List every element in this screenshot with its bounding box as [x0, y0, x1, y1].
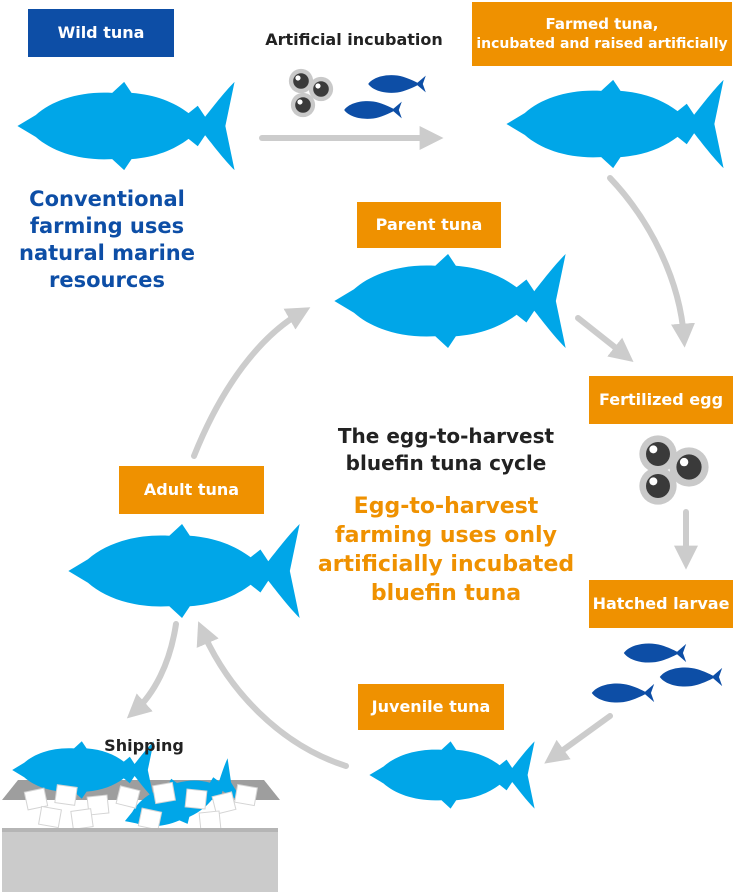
larva-fish-icon — [659, 667, 723, 687]
cycle-title-line: The egg-to-harvest — [337, 424, 555, 448]
conventional-line: Conventional — [29, 187, 185, 211]
farmed-tuna-label: Farmed tuna, incubated and raised artifi… — [472, 2, 732, 66]
arrow-juvenile-to-adult — [196, 621, 349, 769]
conventional-line: resources — [48, 268, 166, 292]
egg-to-harvest-text: Egg-to-harvest farming uses only artific… — [306, 492, 586, 608]
parent-tuna-fish-icon — [334, 253, 566, 349]
ice-box-icon — [2, 741, 280, 892]
juvenile-tuna-text: Juvenile tuna — [371, 697, 491, 716]
farmed-tuna-text-line2: incubated and raised artificially — [476, 36, 728, 52]
conventional-line: natural marine — [19, 241, 195, 265]
adult-tuna-fish-icon — [68, 523, 300, 619]
cycle-arrows — [126, 126, 698, 769]
conventional-farming-text: Conventional farming uses natural marine… — [2, 186, 212, 294]
shipping-label: Shipping — [104, 736, 184, 755]
parent-tuna-label: Parent tuna — [357, 202, 501, 248]
egg-to-harvest-line: farming uses only — [335, 523, 557, 548]
adult-tuna-label: Adult tuna — [119, 466, 264, 514]
wild-tuna-label: Wild tuna — [28, 9, 174, 57]
egg-to-harvest-line: bluefin tuna — [370, 581, 522, 606]
wild-tuna-fish-icon — [17, 81, 235, 171]
wild-tuna-text: Wild tuna — [57, 23, 145, 42]
hatched-larvae-label: Hatched larvae — [589, 580, 733, 628]
cycle-title-line: bluefin tuna cycle — [345, 451, 547, 475]
farmed-tuna-text-line1: Farmed tuna, — [545, 15, 659, 33]
arrow-adult-to-parent — [191, 307, 311, 459]
arrow-adult-to-shipping — [126, 621, 179, 719]
egg-to-harvest-line: Egg-to-harvest — [353, 494, 539, 519]
farmed-tuna-fish-icon — [506, 79, 724, 169]
juvenile-tuna-fish-icon — [369, 741, 535, 809]
egg-to-harvest-line: artificially incubated — [317, 552, 575, 577]
arrow-larvae-to-juvenile — [544, 713, 613, 764]
fertilized-egg-text: Fertilized egg — [598, 390, 724, 409]
hatched-larvae-text: Hatched larvae — [592, 594, 730, 613]
larva-fish-icon — [591, 683, 655, 703]
fertilized-egg-icon — [639, 467, 677, 505]
incubation-small-fish-icon — [344, 101, 402, 119]
conventional-line: farming uses — [29, 214, 185, 238]
fertilized-egg-label: Fertilized egg — [589, 376, 733, 424]
incubation-egg-icon — [290, 92, 316, 118]
larva-fish-icon — [623, 643, 687, 663]
adult-tuna-text: Adult tuna — [143, 480, 240, 499]
arrow-farmed-to-egg — [607, 175, 695, 348]
artificial-incubation-label: Artificial incubation — [265, 30, 443, 49]
cycle-title: The egg-to-harvest bluefin tuna cycle — [316, 423, 576, 477]
arrow-parent-to-egg — [575, 315, 634, 362]
incubation-small-fish-icon — [368, 75, 426, 93]
parent-tuna-text: Parent tuna — [375, 215, 483, 234]
juvenile-tuna-label: Juvenile tuna — [358, 684, 504, 730]
